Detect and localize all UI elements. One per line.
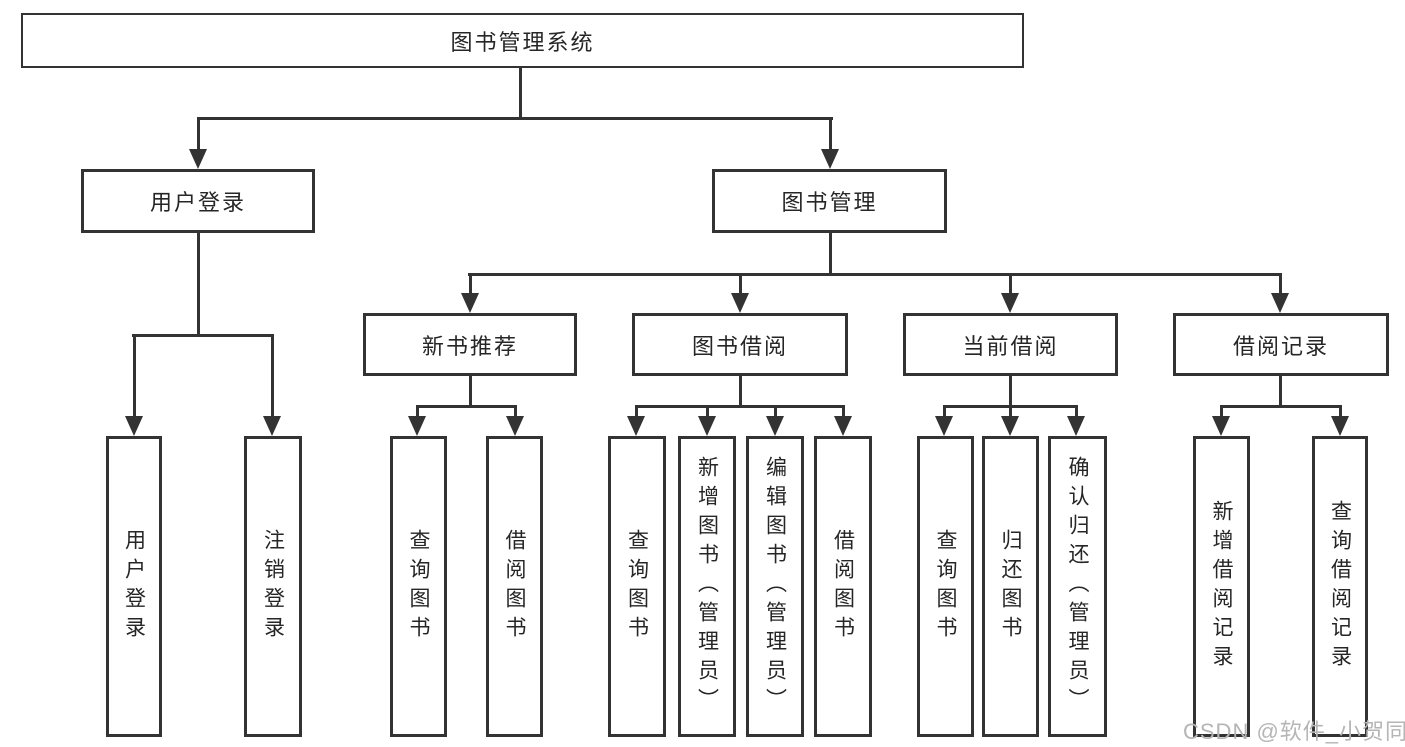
connector-leaf-shaft (774, 405, 777, 418)
arrow-down-icon (731, 293, 749, 313)
arrow-down-icon (189, 149, 207, 169)
connector-leaf-shaft (416, 405, 419, 418)
connector-leaf-shaft (1009, 405, 1012, 418)
leaf-query-books: 查询图书 (608, 436, 666, 737)
leaf-add-books-admin: 新增图书（管理员） (678, 436, 736, 737)
node-book-borrow-label: 图书借阅 (691, 333, 788, 359)
arrow-down-icon (698, 416, 716, 436)
leaf-add-borrow-record: 新增借阅记录 (1193, 436, 1250, 737)
node-current-borrow-label: 当前借阅 (962, 333, 1059, 359)
connector-leaf-shaft (706, 405, 709, 418)
connector-leaf-shaft (1220, 405, 1223, 418)
arrow-down-icon (408, 416, 426, 436)
connector-userlogin-down (197, 233, 200, 337)
leaf-edit-books-admin: 编辑图书（管理员） (746, 436, 804, 737)
node-root-label: 图书管理系统 (450, 29, 595, 55)
leaf-borrow-books: 借阅图书 (486, 436, 543, 737)
connector-level2-split (197, 117, 833, 120)
arrow-down-icon (834, 416, 852, 436)
connector-leaf-shaft (1075, 405, 1078, 418)
connector-bookmgmt-shaft (829, 119, 832, 151)
arrow-down-icon (627, 416, 645, 436)
connector-split (1220, 405, 1342, 408)
leaf-return-books: 归还图书 (982, 436, 1039, 737)
arrow-down-icon (935, 416, 953, 436)
node-user-login-label: 用户登录 (149, 190, 246, 215)
connector-bookmgmt-down (829, 233, 832, 276)
arrow-down-icon (1271, 293, 1289, 313)
connector-split (416, 405, 517, 408)
leaf-label: 查询借阅记录 (1328, 499, 1352, 674)
connector-level3-shaft (739, 273, 742, 295)
leaf-query-books: 查询图书 (390, 436, 447, 737)
leaf-label: 查询图书 (407, 528, 430, 645)
connector-level3-split (468, 273, 1282, 276)
node-book-management-label: 图书管理 (781, 190, 878, 215)
connector-down (739, 376, 742, 408)
connector-split (635, 405, 845, 408)
leaf-label: 查询图书 (625, 528, 649, 645)
node-borrow-records-label: 借阅记录 (1232, 333, 1329, 359)
arrow-down-icon (766, 416, 784, 436)
arrow-down-icon (821, 149, 839, 169)
node-root: 图书管理系统 (21, 13, 1024, 68)
node-new-book-recommend: 新书推荐 (363, 313, 577, 376)
connector-leaf-shaft (842, 405, 845, 418)
node-new-book-recommend-label: 新书推荐 (421, 333, 518, 359)
arrow-down-icon (1212, 416, 1230, 436)
leaf-user-login: 用户登录 (106, 436, 162, 737)
connector-down (1009, 376, 1012, 408)
leaf-label: 归还图书 (999, 528, 1022, 645)
node-current-borrow: 当前借阅 (903, 313, 1118, 376)
connector-userlogin-split (132, 334, 274, 337)
connector-leaf-shaft (271, 334, 274, 416)
connector-leaf-shaft (635, 405, 638, 418)
leaf-label: 新增图书（管理员） (695, 456, 719, 717)
node-borrow-records: 借阅记录 (1173, 313, 1389, 376)
arrow-down-icon (1001, 293, 1019, 313)
leaf-borrow-books: 借阅图书 (814, 436, 872, 737)
connector-leaf-shaft (943, 405, 946, 418)
node-book-management: 图书管理 (712, 169, 947, 233)
connector-level3-shaft (469, 273, 472, 295)
leaf-label: 新增借阅记录 (1210, 499, 1233, 674)
leaf-confirm-return-admin: 确认归还（管理员） (1048, 436, 1107, 737)
leaf-query-borrow-record: 查询借阅记录 (1312, 436, 1368, 737)
connector-down (1279, 376, 1282, 408)
connector-userlogin-shaft (197, 119, 200, 151)
connector-leaf-shaft (514, 405, 517, 418)
leaf-label: 编辑图书（管理员） (763, 456, 787, 717)
leaf-label: 用户登录 (122, 528, 146, 645)
connector-leaf-shaft (133, 334, 136, 416)
arrow-down-icon (506, 416, 524, 436)
connector-leaf-shaft (1339, 405, 1342, 418)
leaf-label: 注销登录 (261, 528, 285, 645)
node-book-borrow: 图书借阅 (632, 313, 848, 376)
leaf-label: 借阅图书 (831, 528, 855, 645)
arrow-down-icon (125, 416, 143, 436)
arrow-down-icon (1067, 416, 1085, 436)
arrow-down-icon (1331, 416, 1349, 436)
leaf-query-books: 查询图书 (917, 436, 974, 737)
node-user-login: 用户登录 (81, 169, 315, 233)
arrow-down-icon (1001, 416, 1019, 436)
connector-level3-shaft (1279, 273, 1282, 295)
csdn-watermark: CSDN @软件_小贺同学 (1183, 719, 1405, 744)
connector-root-down (519, 68, 522, 119)
arrow-down-icon (461, 293, 479, 313)
leaf-label: 查询图书 (934, 528, 957, 645)
arrow-down-icon (263, 416, 281, 436)
leaf-logout: 注销登录 (244, 436, 302, 737)
connector-level3-shaft (1009, 273, 1012, 295)
leaf-label: 借阅图书 (503, 528, 526, 645)
connector-down (469, 376, 472, 408)
leaf-label: 确认归还（管理员） (1066, 456, 1089, 717)
